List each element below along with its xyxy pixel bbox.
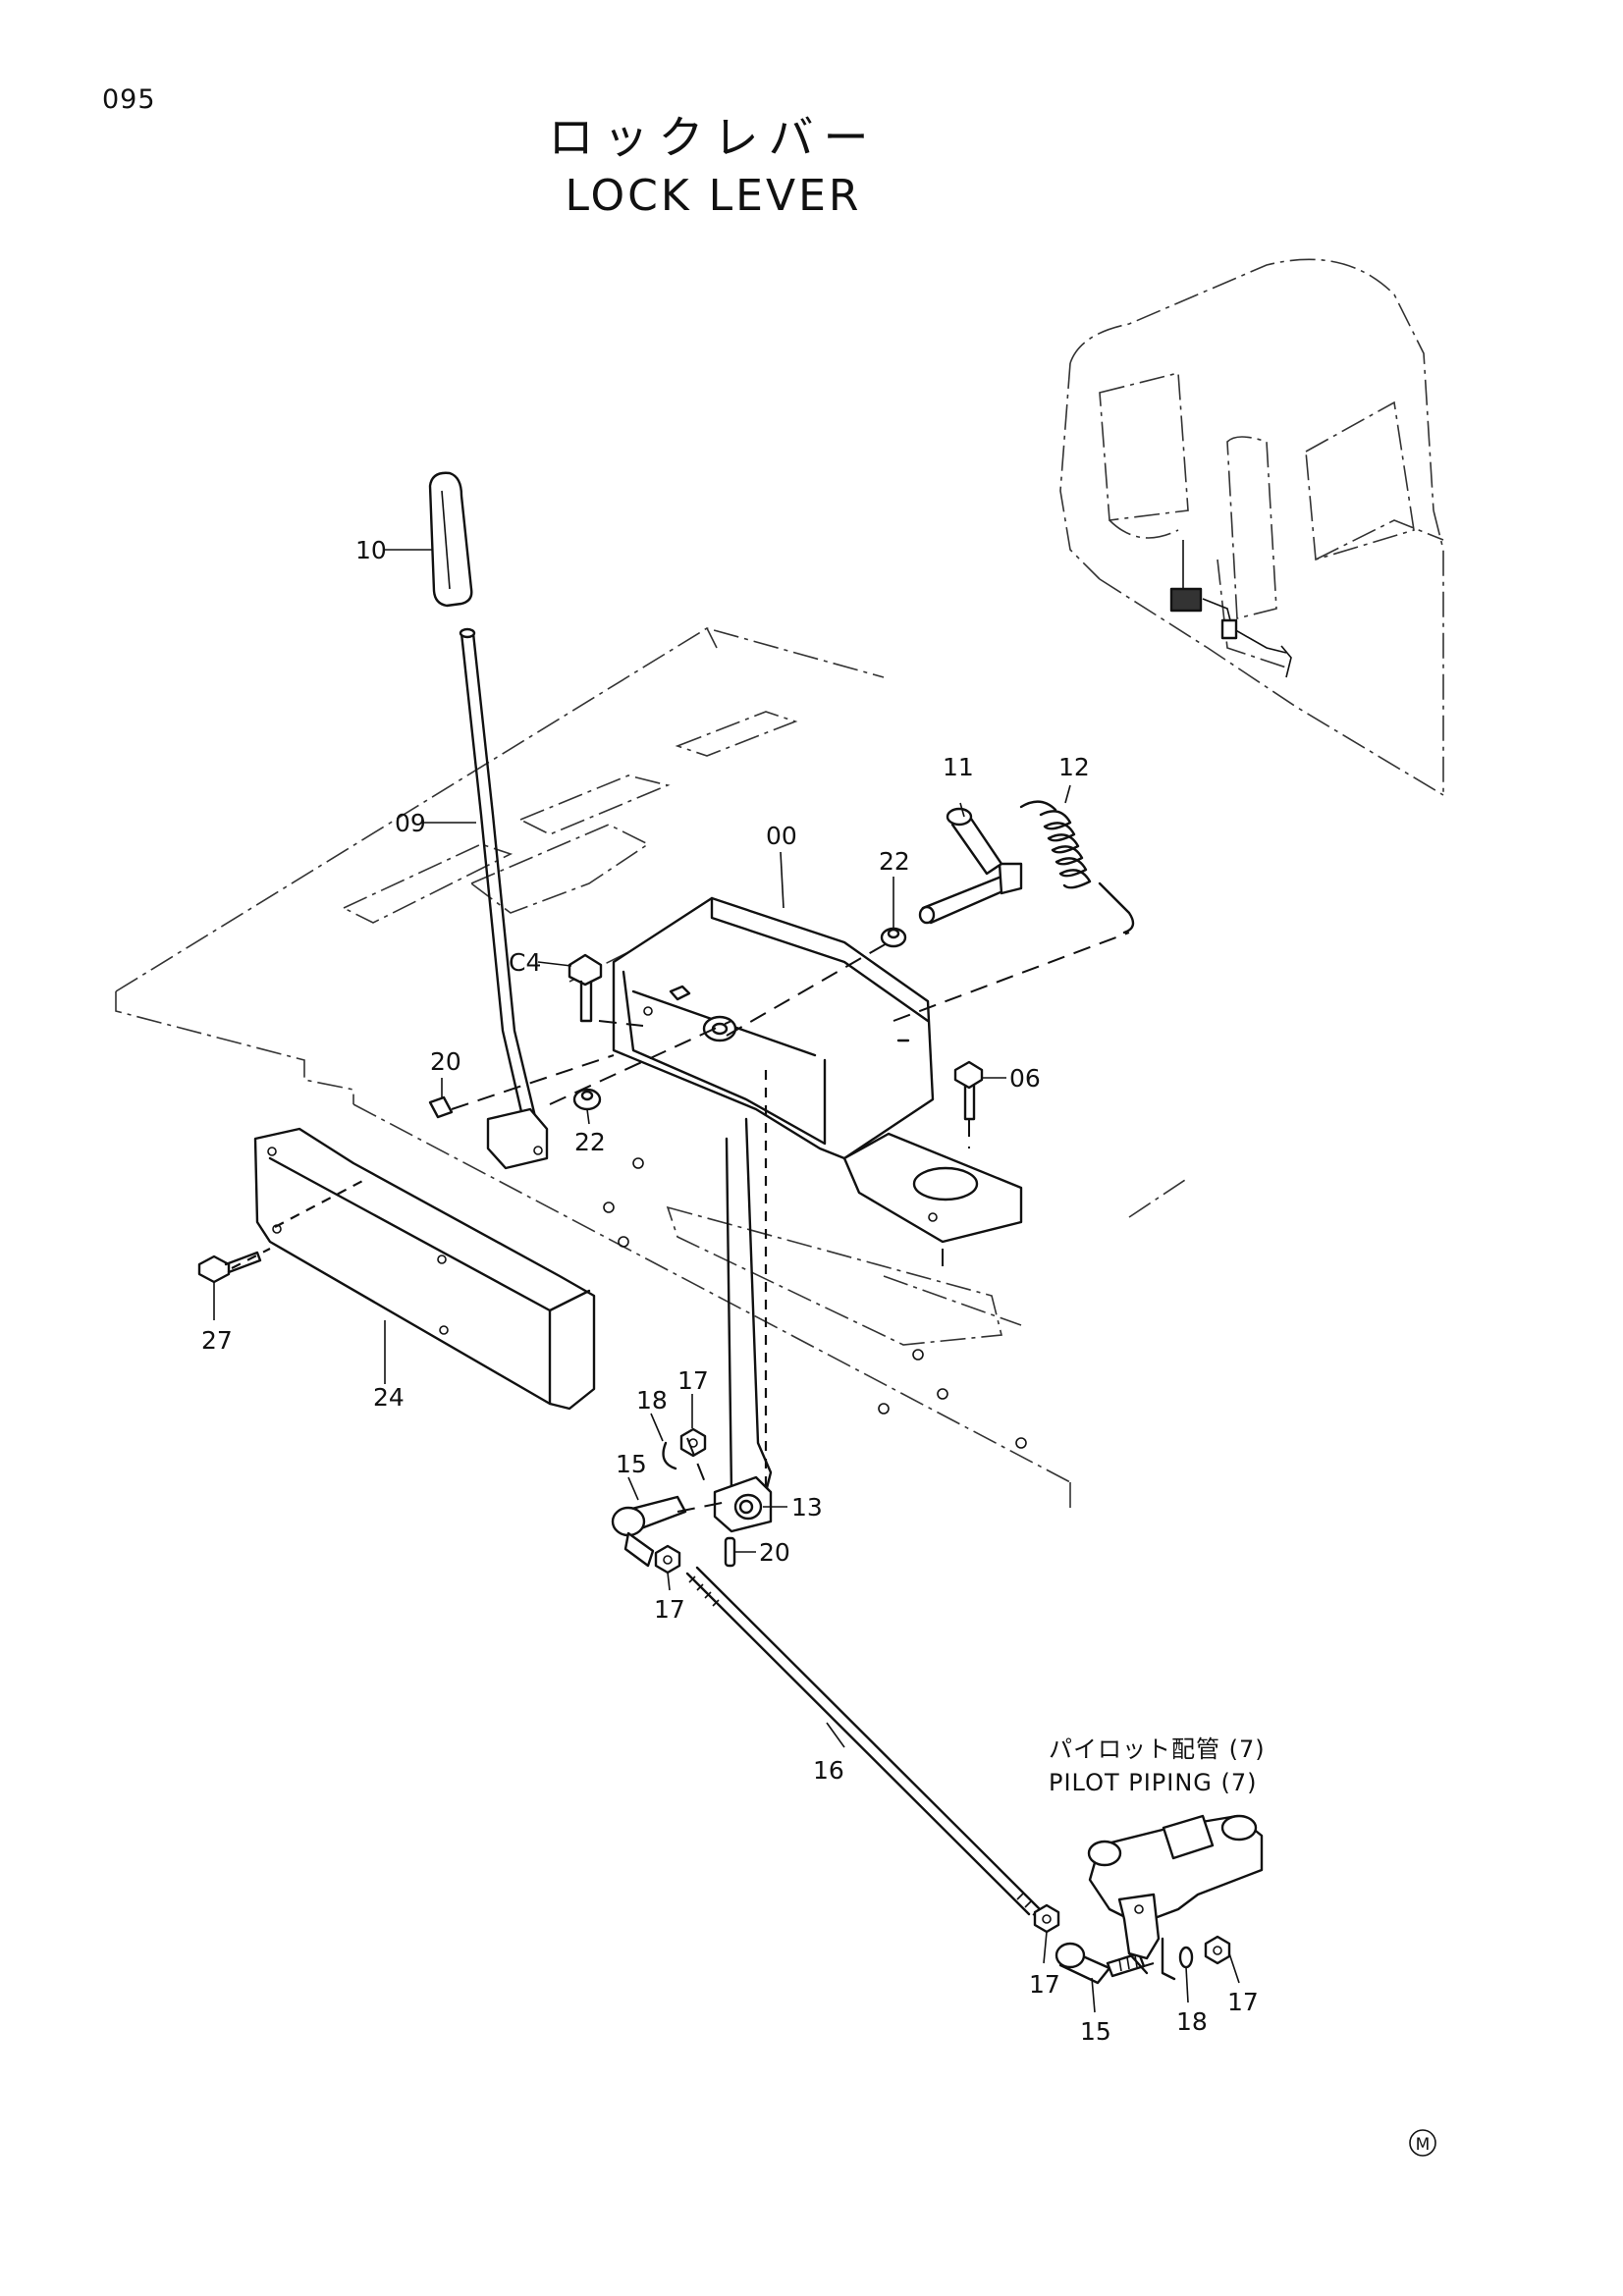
nut-17-b (654, 1544, 681, 1575)
callout-22-lower: 22 (574, 1128, 606, 1156)
callout-17-d: 17 (1227, 1988, 1259, 2016)
leader-lines (213, 549, 1240, 2013)
floor-plate-outline (115, 627, 1189, 1512)
connecting-rod (685, 1566, 1041, 1916)
callout-13: 13 (791, 1493, 823, 1522)
callout-22-upper: 22 (879, 847, 910, 876)
callout-17-c: 17 (1029, 1970, 1060, 1999)
callout-10: 10 (355, 536, 387, 564)
callout-27: 27 (201, 1326, 233, 1355)
callout-15-lower: 15 (1080, 2017, 1111, 2046)
m-mark-letter: M (1416, 2135, 1431, 2155)
callout-15-upper: 15 (616, 1450, 647, 1478)
pilot-piping-ref-english: PILOT PIPING (7) (1049, 1769, 1258, 1796)
callout-12: 12 (1058, 753, 1090, 781)
callout-06: 06 (1009, 1064, 1041, 1093)
side-cover (253, 1127, 596, 1411)
pin (918, 807, 1023, 925)
part-callouts: 10 09 11 12 00 22 C4 06 20 22 27 24 18 1… (201, 536, 1259, 2046)
callout-20-lower: 20 (759, 1538, 790, 1567)
callout-c4: C4 (509, 948, 541, 977)
title-japanese: ロックレバー (548, 111, 879, 164)
callout-17-b: 17 (654, 1595, 685, 1624)
assembly-lines (231, 932, 1176, 1981)
excavator-cab-inset (1059, 258, 1444, 796)
callout-16: 16 (813, 1756, 844, 1785)
collar-22-lower (572, 1088, 602, 1111)
callout-18-upper: 18 (636, 1386, 668, 1415)
washer-18-b (1178, 1946, 1194, 1969)
upper-rod-end (611, 1495, 687, 1568)
callout-00: 00 (766, 822, 797, 850)
lower-lever-arm (713, 1117, 773, 1533)
title-english: LOCK LEVER (565, 171, 862, 221)
bolt-c4 (568, 953, 603, 1023)
washer-18-a (662, 1441, 677, 1470)
bolt-27 (197, 1251, 262, 1284)
nut-17-a (679, 1427, 707, 1458)
nut-17-c (1033, 1903, 1060, 1934)
callout-09: 09 (395, 809, 426, 837)
spring-pin-20-upper (428, 1095, 454, 1119)
m-mark: M (1409, 2129, 1436, 2157)
callout-17-a: 17 (677, 1366, 709, 1395)
pilot-piping-ref-japanese: パイロット配管 (7) (1049, 1735, 1266, 1763)
spring-pin-20-lower (724, 1536, 736, 1568)
spring (1019, 800, 1135, 934)
lever-grip (428, 471, 473, 608)
lever-rod (459, 627, 549, 1170)
collar-22-upper (880, 927, 907, 948)
bolt-06 (953, 1060, 984, 1121)
callout-20-upper: 20 (430, 1047, 461, 1076)
page-number: 095 (102, 84, 156, 115)
nut-17-d (1204, 1935, 1231, 1965)
pilot-valve (1087, 1814, 1264, 1975)
callout-18-lower: 18 (1176, 2007, 1208, 2036)
callout-11: 11 (943, 753, 974, 781)
page-title: ロックレバー LOCK LEVER (0, 108, 1623, 226)
callout-24: 24 (373, 1383, 405, 1412)
